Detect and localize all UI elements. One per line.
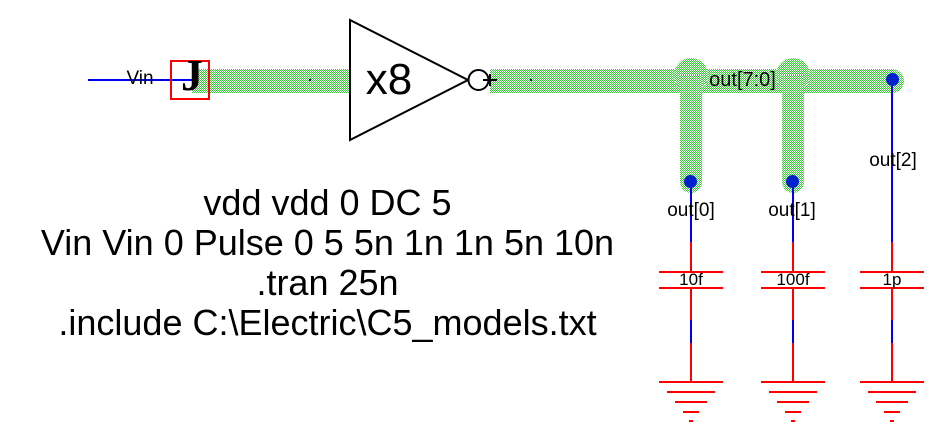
inverter-triangle[interactable] xyxy=(349,18,471,142)
wire-out0-mid[interactable] xyxy=(690,320,692,343)
net-label-out2[interactable]: out[2] xyxy=(869,150,917,171)
cap3-lead-bottom[interactable] xyxy=(891,289,893,320)
gnd3-bar4[interactable] xyxy=(884,411,900,413)
input-wire[interactable] xyxy=(88,79,192,81)
gnd2-bar3[interactable] xyxy=(777,401,809,403)
cap1-lead-top[interactable] xyxy=(690,242,692,272)
wire-out2-mid[interactable] xyxy=(891,320,893,343)
gnd1-bar5 xyxy=(689,420,693,422)
jumper-symbol-label[interactable]: J xyxy=(181,51,203,100)
input-net-label[interactable]: Vin xyxy=(126,68,154,89)
gnd2-bar5 xyxy=(791,420,795,422)
spice-deck-text[interactable]: vdd vdd 0 DC 5 Vin Vin 0 Pulse 0 5 5n 1n… xyxy=(0,183,655,343)
gnd2-bar1[interactable] xyxy=(761,381,825,383)
bus-branch-2[interactable] xyxy=(782,75,804,193)
net-label-out1[interactable]: out[1] xyxy=(768,200,816,221)
wire-out1-top[interactable] xyxy=(792,185,794,242)
spice-line-vin-pulse[interactable]: Vin Vin 0 Pulse 0 5 5n 1n 1n 5n 10n xyxy=(40,222,615,263)
cap3-plate-top[interactable] xyxy=(860,271,924,273)
gnd1-lead[interactable] xyxy=(690,343,692,382)
bus-name-label[interactable]: out[7:0] xyxy=(709,69,776,91)
gnd2-bar4[interactable] xyxy=(785,411,801,413)
branch2-node-dot[interactable] xyxy=(786,175,799,188)
gnd3-bar2[interactable] xyxy=(868,391,916,393)
arc-anchor-dot xyxy=(309,79,311,81)
gnd1-bar2[interactable] xyxy=(667,391,715,393)
gnd2-lead[interactable] xyxy=(792,343,794,382)
output-port-cross-icon xyxy=(483,74,497,86)
arc-anchor-dot xyxy=(530,79,532,81)
gnd1-bar4[interactable] xyxy=(683,411,699,413)
gnd1-bar3[interactable] xyxy=(675,401,707,403)
gnd3-lead[interactable] xyxy=(891,343,893,382)
wire-out1-mid[interactable] xyxy=(792,320,794,343)
gnd2-bar2[interactable] xyxy=(769,391,817,393)
spice-line-vdd[interactable]: vdd vdd 0 DC 5 xyxy=(203,182,452,223)
gnd3-bar5 xyxy=(890,420,894,422)
cap3-lead-top[interactable] xyxy=(891,242,893,272)
cap3-plate-bottom[interactable] xyxy=(860,287,924,289)
gnd3-bar1[interactable] xyxy=(860,381,924,383)
cap1-plate-bottom[interactable] xyxy=(659,287,723,289)
bus-end-node-dot[interactable] xyxy=(886,73,899,86)
cap1-plate-top[interactable] xyxy=(659,271,723,273)
wire-out0-top[interactable] xyxy=(690,185,692,242)
inverter-symbol[interactable] xyxy=(340,10,510,150)
net-label-out0[interactable]: out[0] xyxy=(667,200,715,221)
bus-segment-left[interactable] xyxy=(192,69,350,93)
cap2-plate-top[interactable] xyxy=(761,271,825,273)
cap2-value-label[interactable]: 100f xyxy=(776,270,810,289)
wire-out2-top[interactable] xyxy=(891,86,893,242)
cap2-plate-bottom[interactable] xyxy=(761,287,825,289)
cap1-value-label[interactable]: 10f xyxy=(679,270,703,289)
spice-line-tran[interactable]: .tran 25n xyxy=(256,262,399,303)
gnd3-bar3[interactable] xyxy=(876,401,908,403)
bus-branch-1[interactable] xyxy=(680,75,702,193)
gnd1-bar1[interactable] xyxy=(659,381,723,383)
spice-line-include[interactable]: .include C:\Electric\C5_models.txt xyxy=(58,302,597,343)
cap2-lead-top[interactable] xyxy=(792,242,794,272)
selection-highlight-box[interactable] xyxy=(170,60,210,100)
cap3-value-label[interactable]: 1p xyxy=(882,270,902,289)
cap2-lead-bottom[interactable] xyxy=(792,289,794,320)
branch1-node-dot[interactable] xyxy=(684,175,697,188)
cap1-lead-bottom[interactable] xyxy=(690,289,692,320)
inverter-size-label[interactable]: x8 xyxy=(365,55,413,104)
